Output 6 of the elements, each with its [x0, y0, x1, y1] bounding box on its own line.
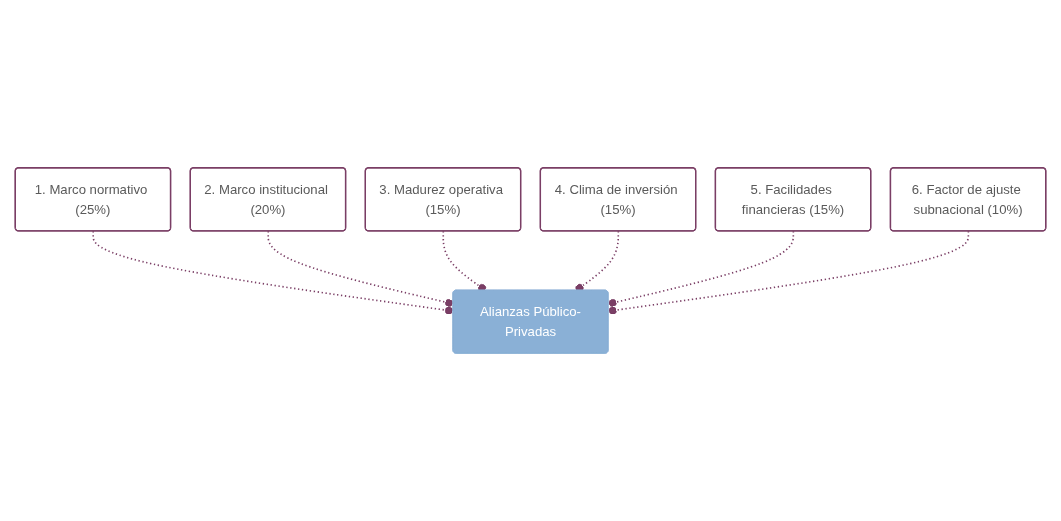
connector — [442, 230, 487, 292]
connector — [607, 230, 795, 307]
connector — [575, 230, 620, 292]
connector — [607, 230, 970, 315]
connector — [92, 230, 454, 315]
connector — [267, 230, 454, 307]
